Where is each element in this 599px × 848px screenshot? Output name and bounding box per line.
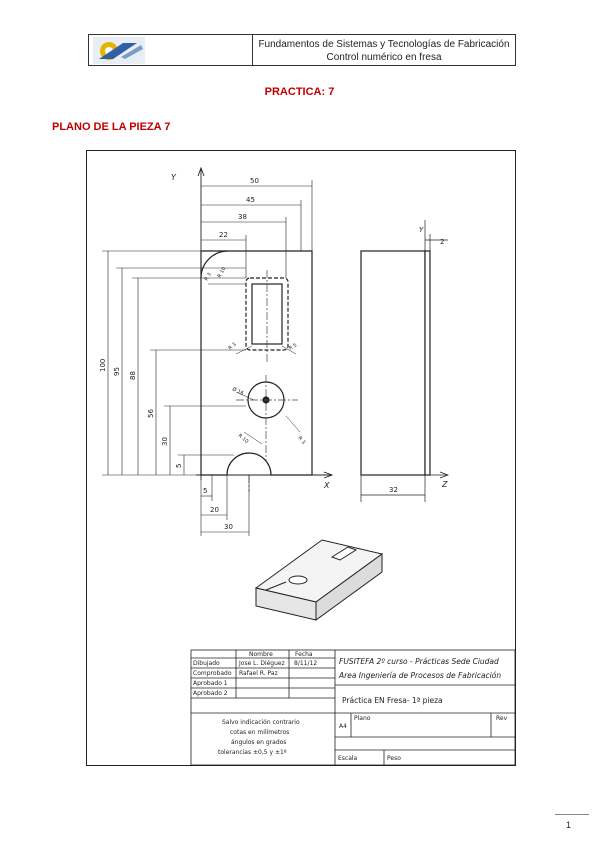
radius-label: R 10: [237, 433, 250, 445]
title-block-row-label: Dibujado: [193, 660, 220, 667]
dim-left-88: 88: [129, 371, 137, 380]
radius-label: R 3: [204, 272, 213, 282]
radius-label: Ø 16: [231, 385, 245, 396]
dim-bottom-30: 30: [224, 523, 233, 531]
technical-drawing: Y X 50 45 38 22 100 95 88 56 30 5 5 20 3…: [86, 150, 516, 766]
header-separator: [252, 35, 253, 65]
dim-top-22: 22: [219, 231, 228, 239]
document-header: Fundamentos de Sistemas y Tecnologías de…: [88, 34, 516, 66]
dim-top-50: 50: [250, 177, 259, 185]
front-view: [200, 250, 313, 476]
title-block-note: cotas en milímetros: [230, 729, 289, 736]
dim-left-100: 100: [99, 359, 107, 372]
side-axis-z-label: Z: [441, 480, 448, 489]
axis-x-label: X: [323, 481, 330, 490]
dim-left-56: 56: [147, 409, 155, 418]
title-block-format: A4: [339, 723, 347, 730]
radius-label: R 3: [227, 342, 237, 352]
dim-bottom-20: 20: [210, 506, 219, 514]
title-block-row-label: Aprobado 1: [193, 680, 228, 687]
page-number-rule: [555, 814, 589, 815]
dim-top-38: 38: [238, 213, 247, 221]
header-course-subtitle: Control numérico en fresa: [326, 52, 442, 63]
bottom-dimension-lines: [200, 475, 250, 536]
dim-left-5: 5: [175, 464, 183, 468]
dim-left-30: 30: [161, 437, 169, 446]
title-block-practice-name: Práctica EN Fresa- 1ª pieza: [342, 696, 443, 705]
title-block-peso-label: Peso: [387, 755, 401, 762]
radius-label: R 5: [288, 342, 298, 351]
radius-labels: R 3 R 10 R 3 R 5 R 10 R 3 Ø 16: [204, 266, 307, 446]
title-block-escala-label: Escala: [338, 755, 358, 762]
title-block-row-label: Comprobado: [193, 670, 232, 677]
title-block-plano-label: Plano: [354, 715, 371, 722]
title-block-note: ángulos en grados: [231, 739, 286, 746]
title-block-row-label: Aprobado 2: [193, 690, 228, 697]
dim-top-45: 45: [246, 196, 255, 204]
side-axis-y-label: Y: [419, 226, 424, 234]
dim-bottom-5: 5: [203, 487, 207, 495]
side-depth-dim: 32: [389, 486, 398, 494]
title-block-course-line1: FUSITEFA 2º curso - Prácticas Sede Ciuda…: [339, 657, 499, 666]
title-block-text: Nombre Fecha Dibujado Jose L. Diéguez 8/…: [193, 651, 508, 762]
practice-title: PRACTICA: 7: [264, 86, 335, 98]
side-thickness-dim: 2: [440, 238, 444, 246]
title-block-col-fecha: Fecha: [295, 651, 313, 658]
isometric-view: [254, 539, 384, 621]
title-block-course-line2: Area Ingeniería de Procesos de Fabricaci…: [338, 671, 501, 680]
front-axes: [196, 166, 334, 480]
title-block-note: Salvo indicación contrario: [222, 719, 300, 726]
university-logo-icon: [93, 37, 145, 64]
radius-label: R 10: [217, 266, 228, 279]
side-view-axes-dims: [360, 220, 449, 502]
title-block-rev-label: Rev: [496, 715, 508, 722]
title-block-lines: [190, 649, 516, 766]
page-number: 1: [566, 820, 572, 830]
axis-y-label: Y: [171, 173, 177, 182]
radius-leaders: [208, 283, 301, 445]
title-block-note: tolerancias ±0,5 y ±1º: [218, 749, 287, 756]
title-block-row-date: 8/11/12: [294, 660, 317, 667]
drawing-border: [86, 150, 516, 766]
title-block-row-name: Rafael R. Paz: [239, 670, 278, 677]
header-course-title: Fundamentos de Sistemas y Tecnologías de…: [258, 39, 510, 50]
title-block-col-nombre: Nombre: [249, 651, 273, 658]
dim-left-95: 95: [113, 367, 121, 376]
left-dimension-lines: [102, 250, 246, 476]
radius-label: R 3: [296, 435, 306, 445]
side-view: [360, 250, 431, 476]
section-title: PLANO DE LA PIEZA 7: [52, 121, 171, 133]
top-dimension-lines: [201, 180, 313, 278]
title-block-row-name: Jose L. Diéguez: [238, 660, 285, 667]
